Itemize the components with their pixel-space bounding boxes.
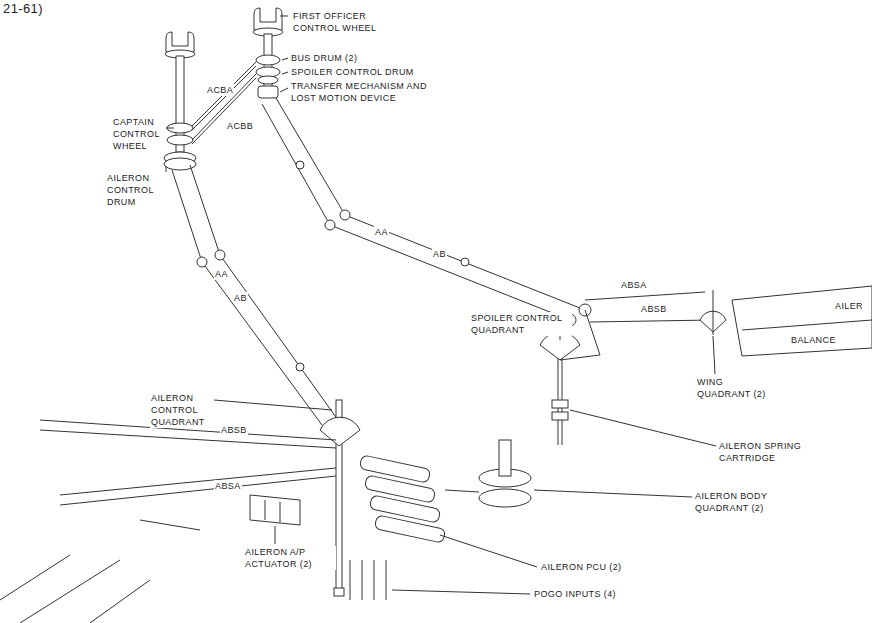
left-wing-cables <box>0 420 336 623</box>
captain-column <box>164 32 196 170</box>
figure-reference: 21-61) <box>2 0 44 17</box>
part-label: AILER <box>834 300 864 312</box>
leader-lines <box>164 16 716 594</box>
cable-label: AA <box>374 226 389 238</box>
body-quadrant <box>445 440 531 507</box>
cable-label: ACBB <box>226 120 254 132</box>
part-label: WING QUADRANT (2) <box>696 376 776 400</box>
cable-label: ACBA <box>206 84 234 96</box>
part-label: POGO INPUTS (4) <box>533 588 617 600</box>
part-label: SPOILER CONTROL QUADRANT <box>470 312 572 336</box>
part-label: SPOILER CONTROL DRUM <box>290 66 415 78</box>
bus-cables <box>192 62 256 144</box>
cable-label: ABSA <box>620 279 648 291</box>
aileron-pcu <box>350 455 446 600</box>
part-label: TRANSFER MECHANISM AND LOST MOTION DEVIC… <box>290 80 442 104</box>
part-label: AILERON CONTROL QUADRANT <box>150 392 214 428</box>
cable-label: AB <box>233 292 248 304</box>
part-label: BALANCE <box>790 334 837 346</box>
first-officer-column <box>253 8 283 98</box>
cable-label: ABSA <box>214 480 242 492</box>
part-label: AILERON PCU (2) <box>540 561 623 573</box>
captain-cables <box>172 165 338 425</box>
cable-label: ABSB <box>640 303 668 315</box>
part-label: AILERON A/P ACTUATOR (2) <box>244 546 336 570</box>
cable-label: ABSB <box>220 424 248 436</box>
cable-label: AB <box>432 248 447 260</box>
cable-label: AA <box>214 268 229 280</box>
part-label: AILERON BODY QUADRANT (2) <box>694 490 791 514</box>
right-wing-cables <box>585 286 872 356</box>
part-label: AILERON CONTROL DRUM <box>106 172 170 208</box>
part-label: CAPTAIN CONTROL WHEEL <box>112 116 166 152</box>
first-officer-cables <box>262 98 591 326</box>
part-label: FIRST OFFICER CONTROL WHEEL <box>292 10 386 34</box>
part-label: AILERON SPRING CARTRIDGE <box>718 440 820 464</box>
part-label: BUS DRUM (2) <box>290 52 358 64</box>
